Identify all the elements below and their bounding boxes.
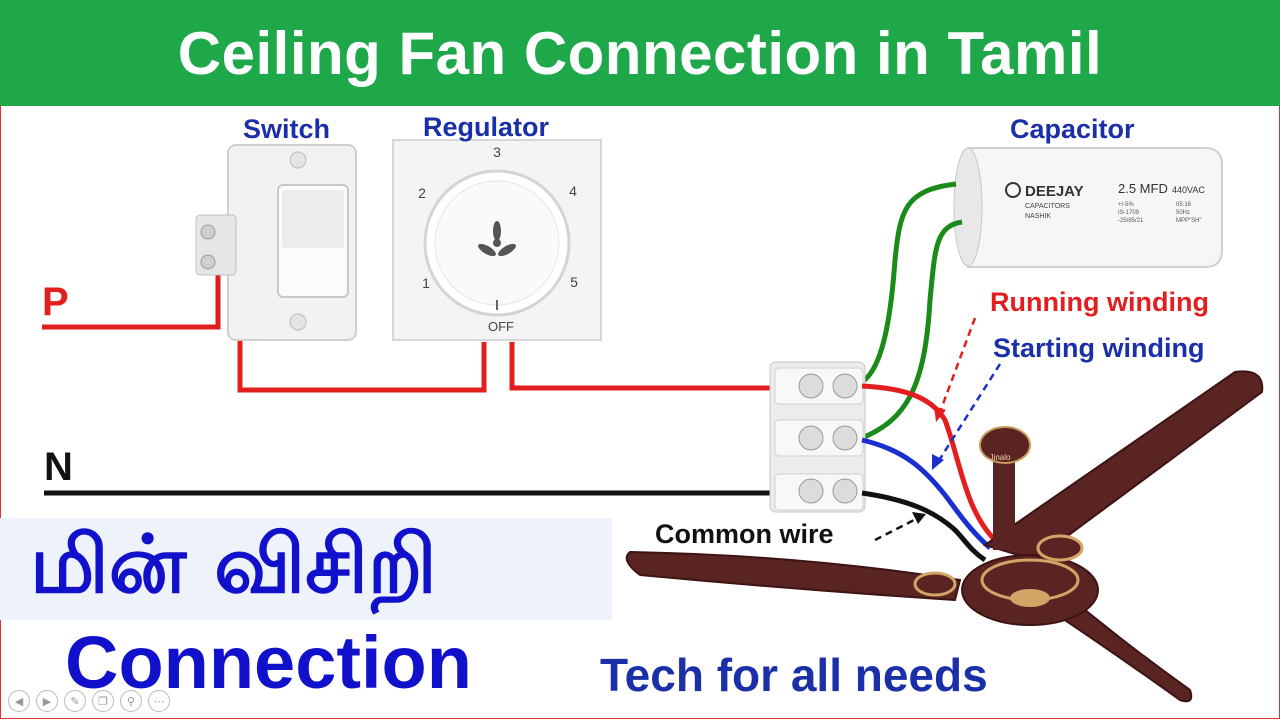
capacitor-spec-code: 05:16 <box>1176 202 1192 208</box>
capacitor-spec-std: IS-1709 <box>1118 210 1140 216</box>
capacitor-brand-place: NASHIK <box>1025 213 1051 220</box>
capacitor-brand-sub: CAPACITORS <box>1025 203 1070 210</box>
copy-icon[interactable]: ❐ <box>92 690 114 712</box>
switch-label: Switch <box>243 114 331 144</box>
capacitor-spec-date: -25/85/21 <box>1118 218 1144 224</box>
capacitor-brand: DEEJAY <box>1025 183 1084 200</box>
capacitor-rating: 2.5 MFD <box>1118 181 1168 196</box>
capacitor-unit <box>953 147 1223 268</box>
prev-icon[interactable]: ◀ <box>8 690 30 712</box>
regulator-position-1: 1 <box>422 275 430 291</box>
page-title: Ceiling Fan Connection in Tamil <box>177 19 1103 87</box>
capacitor-spec-freq: 50Hz <box>1176 210 1190 216</box>
regulator-position-2: 2 <box>418 185 426 201</box>
regulator-position-5: 5 <box>570 274 578 290</box>
running-winding-label: Running winding <box>990 287 1209 317</box>
terminal-block <box>769 361 866 513</box>
more-icon[interactable]: ⋯ <box>148 690 170 712</box>
regulator-unit <box>392 139 602 341</box>
starting-winding-wire <box>861 437 992 550</box>
ceiling-fan <box>625 370 1264 703</box>
play-icon[interactable]: ▶ <box>36 690 58 712</box>
regulator-position-4: 4 <box>569 183 577 199</box>
capacitor-spec-tol: +/-5% <box>1118 202 1135 208</box>
starting-winding-label: Starting winding <box>993 333 1205 363</box>
media-controls: ◀ ▶ ✎ ❐ ⚲ ⋯ <box>8 690 170 712</box>
common-wire <box>861 490 987 563</box>
regulator-position-3: 3 <box>493 144 501 160</box>
edit-icon[interactable]: ✎ <box>64 690 86 712</box>
switch-unit <box>195 144 357 341</box>
channel-caption: Tech for all needs <box>600 649 988 701</box>
capacitor-spec-type: MPP"SH" <box>1176 218 1202 224</box>
fan-symbol-icon <box>478 221 516 257</box>
zoom-icon[interactable]: ⚲ <box>120 690 142 712</box>
regulator-off-label: OFF <box>488 319 514 334</box>
capacitor-label: Capacitor <box>1010 114 1135 144</box>
running-winding-wire <box>861 383 997 542</box>
phase-label: P <box>42 280 69 324</box>
common-wire-label: Common wire <box>655 519 834 549</box>
fan-brand: Jinalo <box>990 453 1011 462</box>
regulator-label: Regulator <box>423 112 550 142</box>
tamil-caption-box <box>0 518 612 620</box>
tamil-caption: மின் விசிறி <box>30 518 437 611</box>
neutral-label: N <box>44 445 73 489</box>
capacitor-voltage: 440VAC <box>1172 185 1205 195</box>
title-banner: Ceiling Fan Connection in Tamil <box>0 0 1280 106</box>
capacitor-wires <box>860 181 963 441</box>
